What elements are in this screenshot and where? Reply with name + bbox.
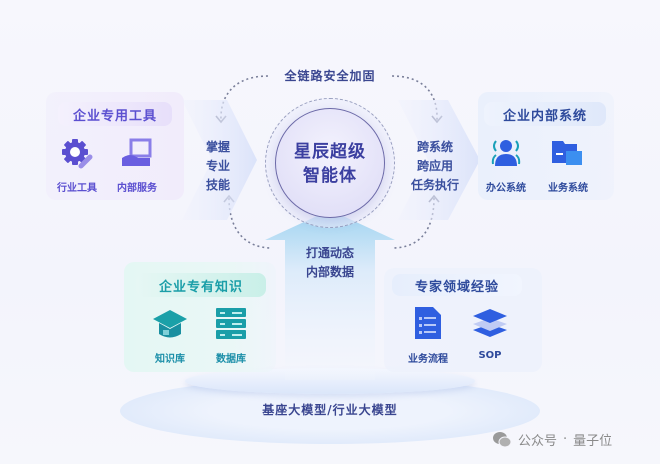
wechat-icon — [493, 431, 512, 447]
graduation-cap-icon — [153, 310, 187, 338]
systems-box-title: 企业内部系统 — [484, 102, 606, 126]
right-arrow-text: 跨系统 跨应用 任务执行 — [400, 138, 470, 195]
expert-box-title: 专家领域经验 — [392, 274, 522, 296]
right-arrow-line: 跨应用 — [416, 159, 453, 173]
tools-box-title: 企业专用工具 — [58, 102, 172, 126]
tool-label-internal: 内部服务 — [117, 183, 157, 194]
layers-icon — [473, 309, 507, 337]
bottom-arrow-line: 内部数据 — [305, 265, 354, 279]
right-chevron — [398, 100, 480, 220]
expert-label-sop: SOP — [478, 350, 502, 361]
hand-box-icon — [122, 138, 152, 166]
center-title: 星辰超级 智能体 — [275, 140, 385, 188]
right-arrow-line: 任务执行 — [410, 178, 459, 192]
watermark-sep: · — [563, 432, 568, 447]
left-arrow-text: 掌握 专业 技能 — [193, 138, 243, 195]
base-label: 基座大模型/行业大模型 — [262, 403, 398, 417]
system-label-business: 业务系统 — [548, 183, 588, 194]
left-arrow-line: 专业 — [205, 159, 230, 173]
knowledge-label-db: 数据库 — [216, 354, 246, 365]
right-arrow-line: 跨系统 — [416, 140, 453, 154]
expert-label-process: 业务流程 — [408, 354, 448, 365]
document-list-icon — [415, 307, 441, 339]
server-icon — [216, 308, 246, 339]
knowledge-box-title: 企业专有知识 — [136, 273, 266, 297]
center-line: 智能体 — [303, 166, 357, 186]
left-arrow-line: 技能 — [205, 178, 230, 192]
folder-icon — [552, 141, 582, 165]
watermark: 公众号 · 量子位 — [492, 430, 612, 449]
user-broadcast-icon — [491, 140, 521, 166]
top-label: 全链路安全加固 — [284, 69, 376, 83]
left-arrow-line: 掌握 — [205, 140, 230, 154]
center-line: 星辰超级 — [294, 142, 366, 162]
watermark-text: 公众号 — [518, 434, 558, 449]
watermark-name: 量子位 — [573, 434, 613, 449]
knowledge-label-kb: 知识库 — [155, 354, 185, 365]
bottom-arrow-line: 打通动态 — [305, 246, 354, 260]
center-circle — [275, 108, 385, 218]
tool-label-industry: 行业工具 — [57, 183, 97, 194]
system-label-office: 办公系统 — [486, 183, 526, 194]
gear-wrench-icon — [62, 139, 93, 169]
up-arrow-shape — [265, 210, 395, 380]
left-chevron — [182, 100, 257, 220]
bottom-arrow-text: 打通动态 内部数据 — [280, 244, 380, 282]
